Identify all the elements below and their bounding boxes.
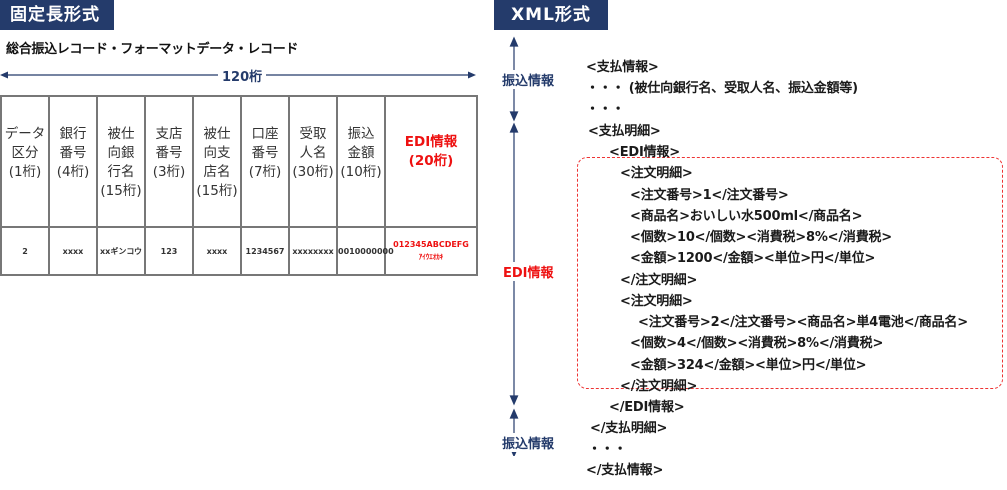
xml-line: </支払明細> (590, 421, 668, 436)
xml-line: <金額>324</金額><単位>円</単位> (630, 358, 867, 373)
label-edi-info: EDI情報 (503, 262, 554, 281)
xml-line: <支払情報> (586, 60, 659, 75)
value-recipient-name: xxxxxxxx (288, 226, 338, 276)
arrow-up-icon (509, 122, 519, 133)
xml-line: <EDI情報> (609, 145, 680, 160)
fixed-length-format-badge: 固定長形式 (0, 0, 114, 30)
xml-line: ・・・ (被仕向銀行名、受取人名、振込金額等) (586, 81, 858, 96)
xml-line: </EDI情報> (609, 400, 685, 415)
col-header-recipient-name: 受取 人名 (30桁) (288, 95, 338, 228)
xml-line: <注文番号>2</注文番号><商品名>単4電池</商品名> (638, 315, 968, 330)
header-row: データ 区分 (1桁) 銀行 番号 (4桁) 被仕 向銀 行名 (15桁) 支店… (0, 95, 478, 228)
xml-line: <注文明細> (620, 166, 693, 181)
col-header-transfer-amount: 振込 金額 (10桁) (336, 95, 386, 228)
arrow-up-icon (509, 408, 519, 419)
xml-line: <金額>1200</金額><単位>円</単位> (630, 251, 876, 266)
xml-line: <注文明細> (620, 294, 693, 309)
label-transfer-info-top: 振込情報 (502, 70, 555, 89)
value-recipient-bank-name: xxギンコウ (96, 226, 146, 276)
section-range-arrows (509, 36, 519, 456)
xml-line: <商品名>おいしい水500ml</商品名> (630, 209, 863, 224)
edi-value-main: 012345ABCDEFG (393, 240, 469, 249)
xml-line: </支払情報> (586, 463, 664, 478)
xml-line: </注文明細> (620, 379, 698, 394)
xml-line: ・・・ (588, 442, 627, 457)
fixed-length-record-table: データ 区分 (1桁) 銀行 番号 (4桁) 被仕 向銀 行名 (15桁) 支店… (0, 95, 478, 276)
value-branch-number: 123 (144, 226, 194, 276)
col-header-account-number: 口座 番号 (7桁) (240, 95, 290, 228)
arrow-up-icon (509, 36, 519, 47)
xml-format-badge: XML形式 (494, 0, 608, 30)
col-header-recipient-bank-name: 被仕 向銀 行名 (15桁) (96, 95, 146, 228)
xml-line: </注文明細> (620, 273, 698, 288)
col-header-branch-number: 支店 番号 (3桁) (144, 95, 194, 228)
col-header-edi-info: EDI情報 (20桁) (384, 95, 478, 228)
value-recipient-branch-name: xxxx (192, 226, 242, 276)
arrow-right-icon (468, 71, 476, 79)
value-edi-info: 012345ABCDEFG ｱｲｳｴｵｶｷ (384, 226, 478, 276)
edi-value-kana: ｱｲｳｴｵｶｷ (418, 253, 444, 261)
label-transfer-info-bottom: 振込情報 (502, 433, 555, 452)
col-header-data-type: データ 区分 (1桁) (0, 95, 50, 228)
arrow-left-icon (0, 71, 8, 79)
xml-line: <支払明細> (588, 124, 661, 139)
arrow-down-icon (509, 111, 519, 122)
xml-line: ・・・ (586, 102, 625, 117)
arrow-down-icon (509, 395, 519, 406)
xml-line: <個数>10</個数><消費税>8%</消費税> (630, 230, 892, 245)
col-header-recipient-branch-name: 被仕 向支 店名 (15桁) (192, 95, 242, 228)
value-data-type: 2 (0, 226, 50, 276)
total-width-label: 120桁 (218, 66, 267, 85)
value-bank-number: xxxx (48, 226, 98, 276)
edi-info-highlight-box (577, 157, 1003, 389)
value-account-number: 1234567 (240, 226, 290, 276)
value-row: 2 xxxx xxギンコウ 123 xxxx 1234567 xxxxxxxx … (0, 226, 478, 276)
col-header-bank-number: 銀行 番号 (4桁) (48, 95, 98, 228)
record-format-subtitle: 総合振込レコード・フォーマットデータ・レコード (6, 42, 299, 57)
xml-line: <個数>4</個数><消費税>8%</消費税> (630, 336, 884, 351)
xml-line: <注文番号>1</注文番号> (630, 188, 789, 203)
value-transfer-amount: 0010000000 (336, 226, 394, 276)
